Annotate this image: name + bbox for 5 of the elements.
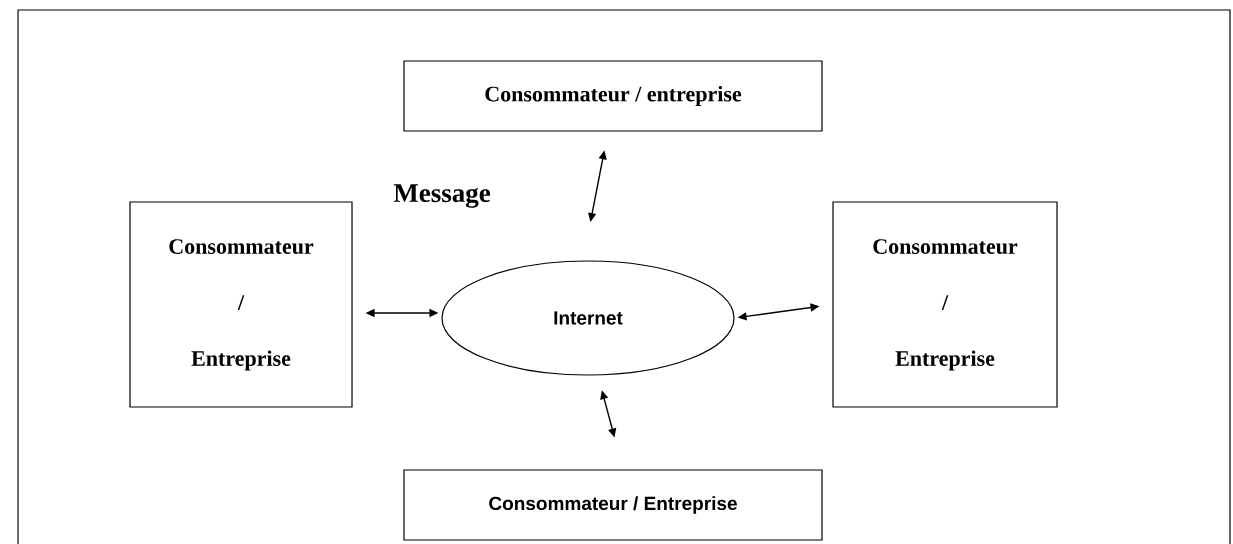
process-box: Consommateur / Entreprise <box>403 469 823 541</box>
process-box: Consommateur / Entreprise <box>129 201 353 408</box>
text-label: Message <box>393 184 491 208</box>
process-box: Consommateur / entreprise <box>403 60 823 132</box>
process-box: Consommateur / Entreprise <box>832 201 1058 408</box>
